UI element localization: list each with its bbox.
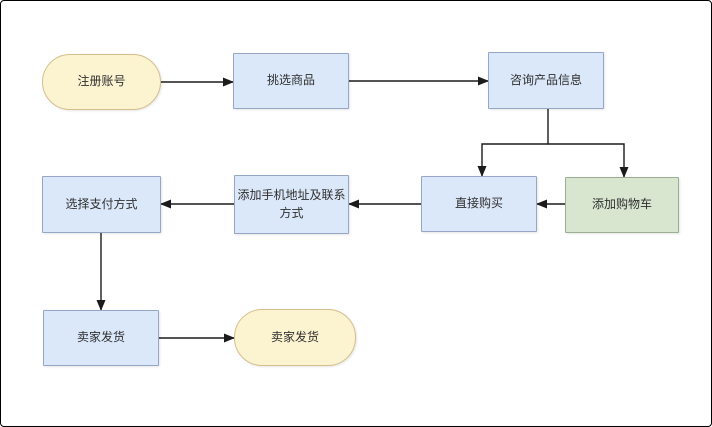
flow-node-pick-goods: 挑选商品 — [233, 53, 349, 109]
flow-node-seller-ships-end: 卖家发货 — [234, 309, 356, 366]
flow-node-label: 咨询产品信息 — [509, 72, 582, 87]
flow-node-label: 选择支付方式 — [65, 196, 138, 211]
flow-node-inquire-product-info: 咨询产品信息 — [488, 52, 604, 109]
flow-node-label: 挑选商品 — [266, 73, 315, 88]
flow-node-register-account: 注册账号 — [42, 54, 161, 110]
flow-node-label: 卖家发货 — [270, 329, 319, 344]
flow-edge-inquire-to-direct — [477, 109, 549, 177]
flow-node-label: 添加手机地址及联系方式 — [237, 188, 346, 220]
flow-edge-inquire-to-cart — [548, 143, 629, 178]
flow-node-direct-purchase: 直接购买 — [421, 176, 537, 232]
flow-node-label: 注册账号 — [77, 74, 126, 89]
flow-node-seller-ships: 卖家发货 — [43, 310, 159, 366]
flow-node-label: 卖家发货 — [76, 330, 125, 345]
edge-group — [96, 76, 629, 343]
flow-node-choose-payment: 选择支付方式 — [42, 176, 161, 233]
flow-node-add-to-cart: 添加购物车 — [565, 177, 679, 233]
flow-node-add-address-contact: 添加手机地址及联系方式 — [234, 175, 349, 234]
flow-node-label: 直接购买 — [454, 196, 503, 211]
flow-node-label: 添加购物车 — [591, 197, 652, 212]
